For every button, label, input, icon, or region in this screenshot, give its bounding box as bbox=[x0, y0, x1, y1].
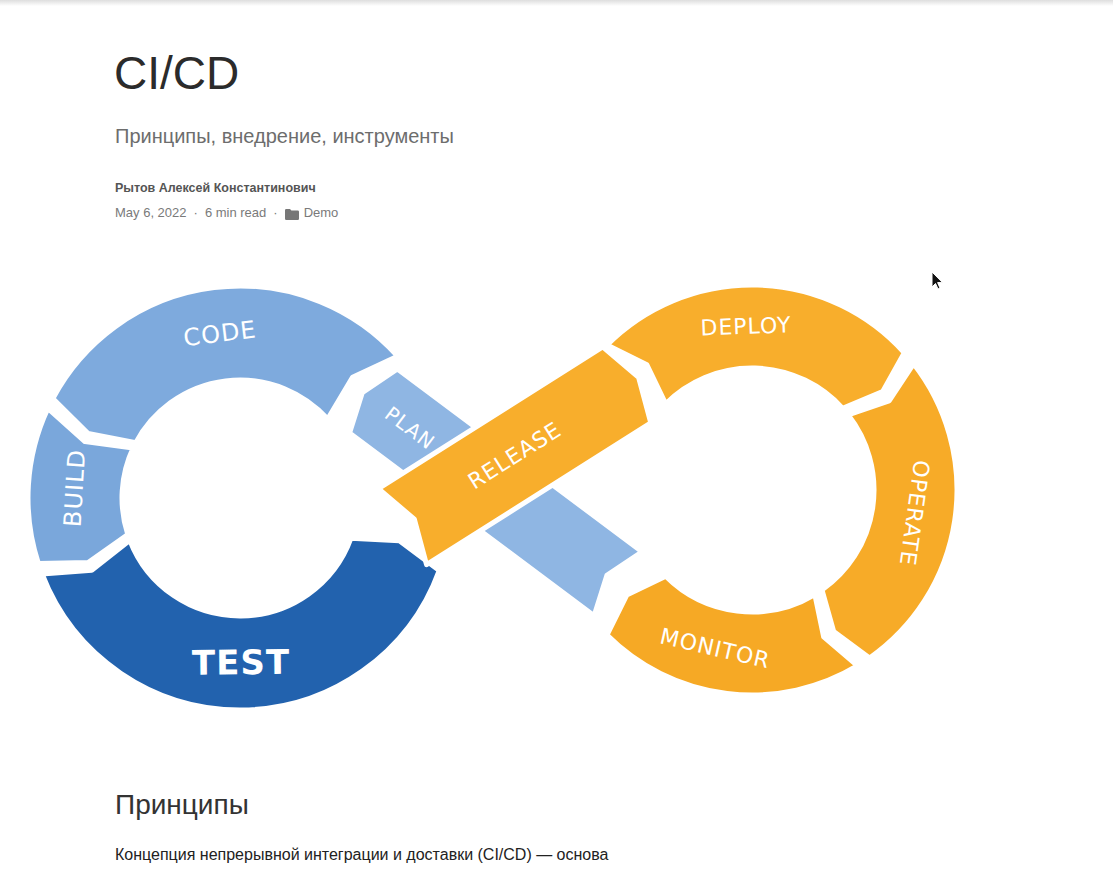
page-title: CI/CD bbox=[114, 46, 239, 101]
meta-separator: · bbox=[194, 205, 198, 221]
section-heading: Принципы bbox=[115, 788, 249, 822]
cycle-segment: DEPLOY bbox=[602, 280, 921, 422]
folder-icon bbox=[285, 209, 299, 220]
category-name: Demo bbox=[304, 205, 339, 221]
mouse-cursor bbox=[931, 271, 945, 291]
folder-shape bbox=[285, 209, 299, 220]
meta-separator: · bbox=[273, 205, 277, 221]
segment-fill bbox=[53, 286, 398, 443]
author-name: Рытов Алексей Константинович bbox=[115, 181, 316, 196]
segment-label: DEPLOY bbox=[700, 313, 792, 340]
segment-shape bbox=[589, 563, 863, 700]
segment-fill bbox=[607, 576, 858, 695]
body-text: Концепция непрерывной интеграции и доста… bbox=[115, 845, 608, 864]
read-time: 6 min read bbox=[205, 205, 266, 221]
segment-shape bbox=[602, 280, 921, 422]
cycle-segment: MONITOR bbox=[589, 563, 863, 700]
cycle-segment: RELEASE bbox=[373, 341, 656, 570]
subtitle: Принципы, внедрение, инструменты bbox=[115, 124, 454, 148]
cycle-segment: OPERATE bbox=[808, 358, 962, 673]
segment-fill bbox=[607, 285, 904, 408]
segment-shape bbox=[39, 281, 403, 457]
segment-fill bbox=[378, 347, 650, 565]
cursor-arrow bbox=[932, 272, 943, 289]
segment-fill bbox=[42, 538, 439, 710]
segment-shape bbox=[37, 523, 450, 715]
cycle-segment: CODE bbox=[39, 281, 403, 457]
segment-label: TEST bbox=[192, 644, 290, 682]
segment-shape bbox=[808, 358, 962, 673]
cycle-segment: TEST bbox=[37, 523, 450, 715]
post-date: May 6, 2022 bbox=[115, 205, 187, 221]
segment-fill bbox=[28, 408, 133, 563]
segment-label: BUILD bbox=[60, 448, 91, 527]
top-shadow bbox=[0, 0, 1113, 6]
segment-fill bbox=[822, 364, 957, 658]
